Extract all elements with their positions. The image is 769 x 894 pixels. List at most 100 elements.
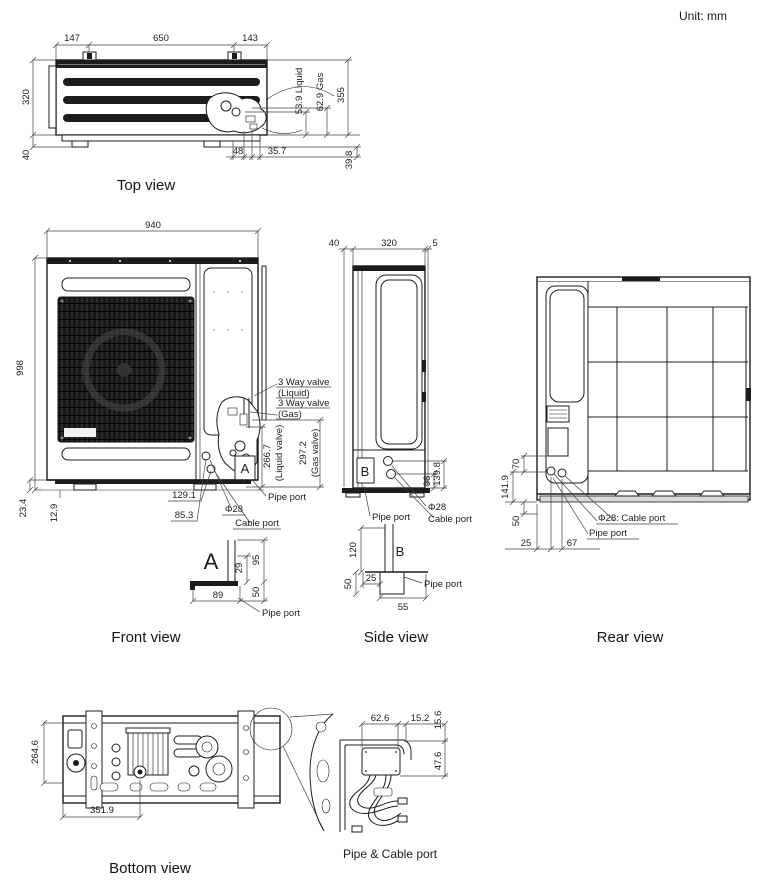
cable-port-hole (546, 466, 556, 476)
dim-15-2: 15.2 (411, 713, 430, 724)
dim-297-2: 297.2 (298, 441, 309, 465)
label-cable-port: Cable port (235, 518, 279, 529)
rating-plate (64, 428, 96, 437)
cable-port-hole (557, 468, 567, 478)
dim-15-6: 15.6 (433, 711, 444, 730)
cable-port-hole (383, 456, 393, 466)
dim-53-9-liquid: 53.9 Liquid (294, 68, 305, 114)
label-pipe-port: Pipe port (589, 528, 627, 539)
dim-650: 650 (153, 33, 169, 44)
side-detail-b: 120 B 50 25 55 Pipe port (343, 524, 462, 613)
dim-120: 120 (348, 542, 359, 558)
dim-39-8: 39.8 (344, 151, 355, 170)
view-title-front: Front view (111, 629, 180, 646)
detail-a-mark: A (241, 461, 250, 476)
dim-40: 40 (329, 238, 340, 249)
view-title-top: Top view (117, 177, 176, 194)
dim-85-3: 85.3 (175, 510, 194, 521)
compressor-mount (205, 755, 233, 783)
pipe-curve (349, 774, 399, 814)
dim-62-9-gas: 62.9 Gas (315, 72, 326, 111)
dim-67: 67 (567, 538, 578, 549)
dim-351-9: 351.9 (90, 805, 114, 816)
dim-50: 50 (251, 587, 262, 598)
dim-320: 320 (21, 89, 32, 105)
dim-96: 96 (422, 476, 433, 487)
dim-phi28: Φ28 (428, 502, 446, 513)
dim-264-6: 264.6 (30, 740, 41, 764)
detail-a-letter: A (204, 549, 219, 574)
top-handle (61, 277, 191, 292)
label-3way-liquid-1: 3 Way valve (278, 377, 329, 388)
front-detail-a: A 89 29 95 50 Pipe port (189, 536, 300, 619)
dim-89: 89 (213, 590, 224, 601)
label-3way-liquid-2: (Liquid) (278, 388, 310, 399)
dim-25: 25 (366, 573, 377, 584)
fan-blade-hint (82, 328, 166, 412)
dim-141-9: 141.9 (500, 475, 511, 499)
dim-70: 70 (511, 459, 522, 470)
detail-b-box (356, 457, 375, 484)
view-title-side: Side view (364, 629, 428, 646)
label-3way-gas-1: 3 Way valve (278, 398, 329, 409)
dim-25: 25 (521, 538, 532, 549)
label-3way-gas-2: (Gas) (278, 409, 302, 420)
port-opening (361, 747, 401, 776)
compressor-mount (195, 735, 219, 759)
mount-bracket (85, 710, 103, 809)
dim-143: 143 (242, 33, 258, 44)
detail-title: Pipe & Cable port (343, 847, 438, 861)
cable-port-hole (201, 451, 211, 461)
unit-note: Unit: mm (679, 9, 727, 23)
side-flange (261, 265, 267, 421)
bottom-view: 264.6 351.9 Bottom view (30, 707, 334, 877)
dim-phi28: Φ28 (225, 504, 243, 515)
view-title-bottom: Bottom view (109, 860, 191, 877)
foot (73, 483, 97, 491)
dim-35-7: 35.7 (268, 146, 287, 157)
label-pipe-port: Pipe port (262, 608, 300, 619)
dim-62-6: 62.6 (371, 713, 390, 724)
top-view: 147 650 143 320 40 53.9 Liquid 62.9 Gas … (21, 33, 361, 194)
dim-29: 29 (234, 563, 245, 574)
dim-55: 55 (398, 602, 409, 613)
dim-40: 40 (21, 150, 32, 161)
dim-139-8: 139.8 (432, 462, 443, 486)
dim-50: 50 (511, 516, 522, 527)
cable-port-hole (386, 469, 396, 479)
dim-266-7: 266.7 (262, 444, 273, 468)
dim-320: 320 (381, 238, 397, 249)
label-cable-port: Φ28: Cable port (598, 513, 666, 524)
mount-bracket (237, 710, 255, 809)
dim-48: 48 (233, 146, 244, 157)
pipe-cable-detail: 62.6 15.2 15.6 47.6 Pipe & Cable port (309, 711, 449, 861)
note-gas-valve: (Gas valve) (310, 429, 321, 478)
label-cable-port: Cable port (428, 514, 472, 525)
view-title-rear: Rear view (597, 629, 664, 646)
note-liquid-valve: (Liquid valve) (274, 425, 285, 482)
label-pipe-port: Pipe port (268, 492, 306, 503)
pipe-curve (367, 774, 402, 826)
dim-50: 50 (343, 579, 354, 590)
coil-grid (588, 306, 748, 472)
rear-view: 70 141.9 50 25 67 Φ28: Cable port Pipe p… (500, 276, 751, 646)
dim-47-6: 47.6 (433, 752, 444, 771)
magnifier-circle (249, 707, 293, 751)
dim-95: 95 (251, 555, 262, 566)
dim-12-9: 12.9 (49, 504, 60, 523)
side-view: B 40 320 5 96 139.8 Pipe port Φ28 Cable … (329, 238, 472, 646)
label-pipe-port: Pipe port (424, 579, 462, 590)
front-view: A 940 998 23.4 12.9 129.1 85.3 Φ28 Cable… (15, 220, 331, 646)
dim-129-1: 129.1 (172, 490, 196, 501)
label-pipe-port: Pipe port (372, 512, 410, 523)
dim-998: 998 (15, 360, 26, 376)
dim-23-4: 23.4 (18, 499, 29, 518)
liquid-valve (234, 440, 246, 452)
detail-b-mark: B (361, 464, 370, 479)
bottom-handle (61, 447, 191, 461)
dim-355: 355 (336, 87, 347, 103)
dim-940: 940 (145, 220, 161, 231)
dim-147: 147 (64, 33, 80, 44)
detail-b-letter: B (396, 544, 405, 559)
